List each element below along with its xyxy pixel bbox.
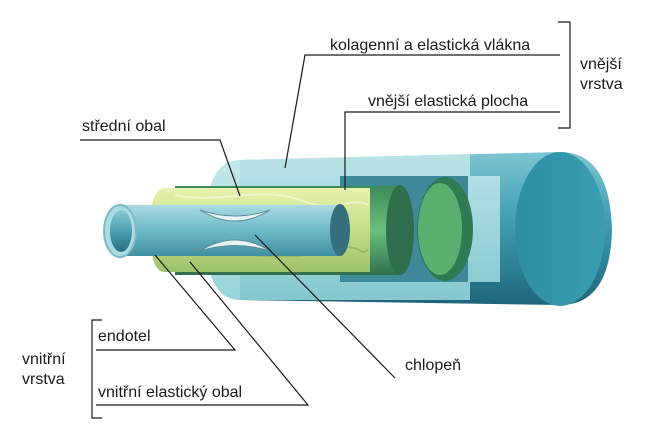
label-outer-layer-line2: vrstva xyxy=(580,76,623,93)
label-valve: chlopeň xyxy=(405,357,462,374)
label-lines xyxy=(80,21,571,419)
leader-middle-coat xyxy=(80,139,241,197)
label-inner-elastic-coat: vnitřní elastický obal xyxy=(98,384,243,401)
leader-inner-elastic-coat xyxy=(96,261,310,406)
lumen-opening xyxy=(103,204,137,258)
label-outer-layer-line1: vnější xyxy=(580,56,622,73)
label-outer-elastic-membrane: vnější elastická plocha xyxy=(368,93,529,110)
leader-endothelium xyxy=(96,254,237,351)
bracket-outer-layer xyxy=(558,21,571,129)
leader-collagen-fibers xyxy=(284,54,560,169)
label-outer-layer: vnější vrstva xyxy=(580,55,623,95)
inner-layer-tube xyxy=(120,204,350,256)
leader-outer-elastic-membrane xyxy=(344,111,560,190)
label-inner-layer-line2: vrstva xyxy=(22,371,65,388)
label-middle-coat: střední obal xyxy=(82,118,166,135)
label-inner-layer: vnitřní vrstva xyxy=(22,350,66,390)
label-inner-layer-line1: vnitřní xyxy=(22,351,66,368)
leader-valve xyxy=(254,234,396,379)
valve-leaflet-top xyxy=(199,209,271,222)
label-collagen-fibers: kolagenní a elastická vlákna xyxy=(330,37,531,54)
label-endothelium: endotel xyxy=(98,328,151,345)
bracket-inner-layer xyxy=(91,319,102,419)
